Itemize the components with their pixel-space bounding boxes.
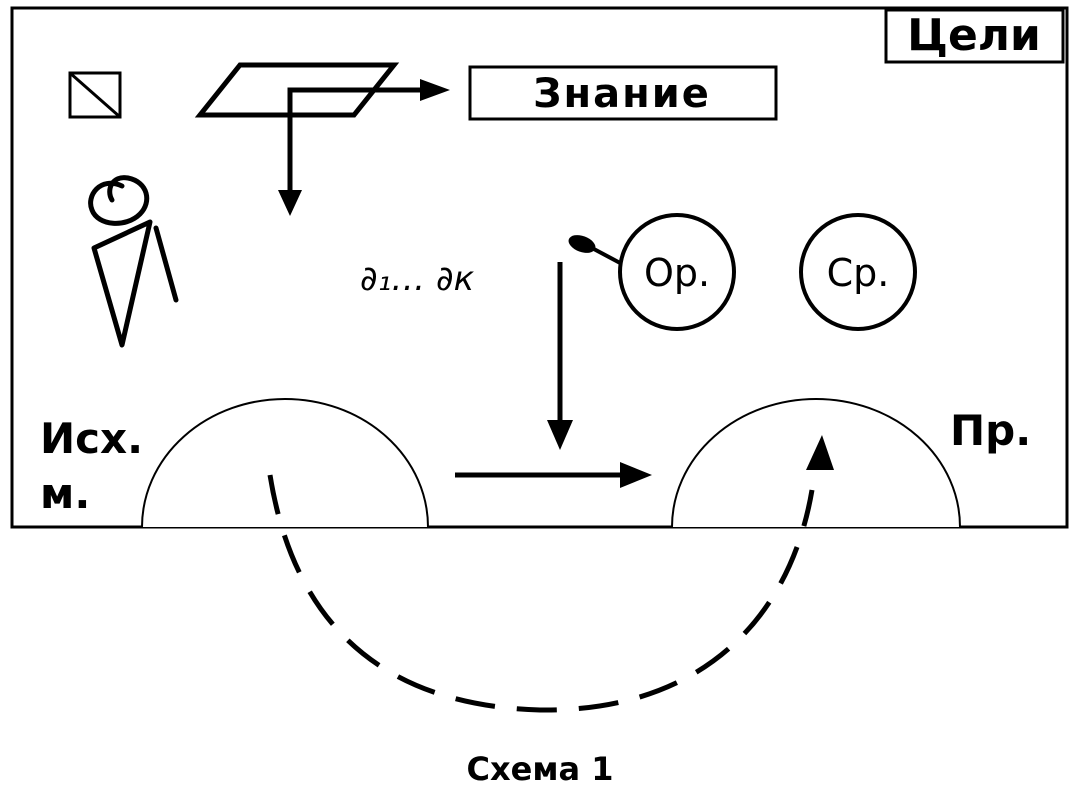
product-label: Пр.: [950, 406, 1031, 455]
arrow-down-head: [278, 190, 302, 216]
crossed-square-icon: [68, 71, 122, 119]
caption: Схема 1: [467, 750, 614, 786]
knowledge-label: Знание: [533, 71, 711, 117]
connector-line: [287, 87, 430, 205]
source-label-line1: Исх.: [40, 414, 143, 463]
arrow-down-head-2: [547, 420, 573, 450]
person-figure-icon: [88, 175, 179, 348]
knowledge-box: Знание: [468, 65, 778, 121]
sr-circle-label: Ср.: [827, 251, 890, 295]
source-semicircle: [141, 398, 429, 528]
goals-box: Цели: [884, 8, 1065, 64]
source-label-line2: м.: [40, 469, 90, 518]
derivatives-label: ∂₁… ∂к: [360, 259, 475, 299]
dashed-loop: [267, 474, 815, 713]
dashed-loop-arrowhead: [806, 435, 834, 470]
pointer-icon: [568, 235, 623, 266]
diagram-frame: [10, 6, 1069, 529]
op-circle: Ор.: [618, 213, 736, 331]
goals-label: Цели: [907, 10, 1041, 61]
op-circle-label: Ор.: [644, 251, 710, 295]
arrow-right-head: [420, 79, 450, 101]
transform-arrow-head: [620, 462, 652, 488]
sr-circle: Ср.: [799, 213, 917, 331]
